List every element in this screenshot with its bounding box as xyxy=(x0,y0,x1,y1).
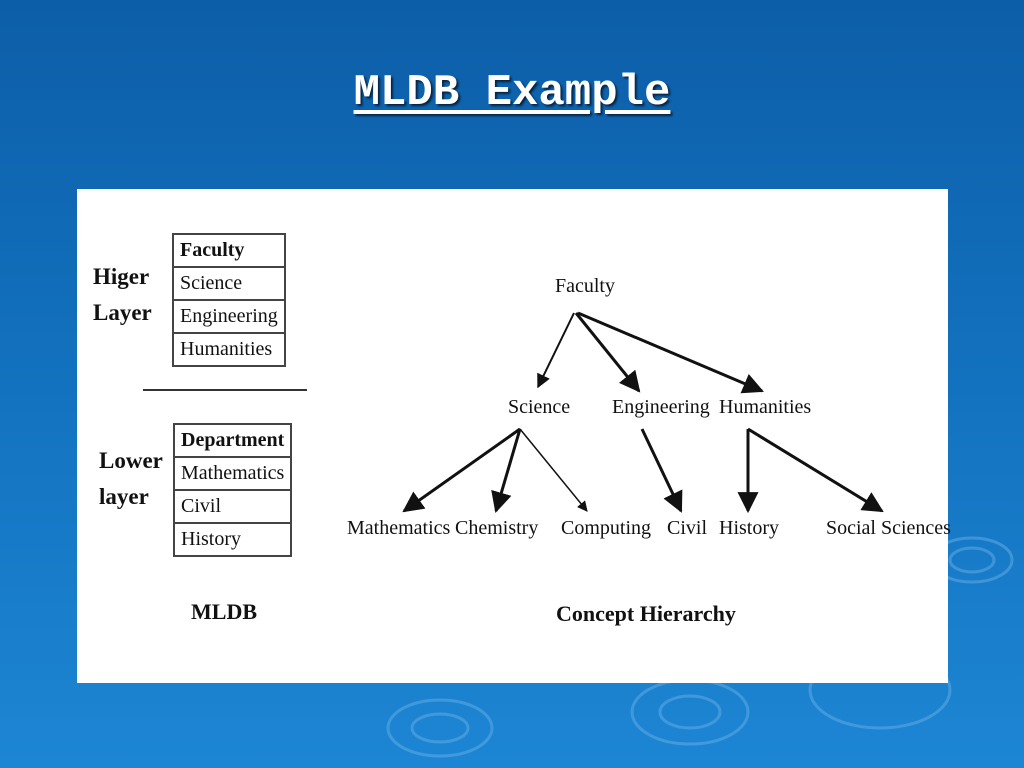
node-history: History xyxy=(719,517,779,539)
lower-layer-label-line1: Lower xyxy=(99,448,163,473)
table-row: Engineering xyxy=(172,299,286,334)
table-row: Science xyxy=(172,266,286,301)
node-social-sciences: Social Sciences xyxy=(826,517,951,539)
edge-science-computing xyxy=(519,428,588,512)
table-cell: Civil xyxy=(172,489,293,524)
table-row: Civil xyxy=(172,489,293,524)
higher-layer-label-line2: Layer xyxy=(93,300,152,325)
table-cell: Engineering xyxy=(172,299,286,334)
node-civil: Civil xyxy=(667,517,708,539)
lower-layer-table: Department Mathematics Civil History xyxy=(172,423,293,557)
higher-layer-label: Higer Layer xyxy=(93,259,152,331)
diagram-panel: Higer Layer Faculty Science Engineering … xyxy=(77,189,951,683)
edge-science-mathematics xyxy=(402,427,521,513)
edge-science-chemistry xyxy=(491,428,522,514)
table-cell: Mathematics xyxy=(172,456,293,491)
table-header-row: Department xyxy=(172,423,293,458)
node-computing: Computing xyxy=(561,517,652,539)
table-header-row: Faculty xyxy=(172,233,286,268)
node-humanities: Humanities xyxy=(719,396,812,418)
node-science: Science xyxy=(508,396,571,418)
table-cell: History xyxy=(172,522,293,557)
hierarchy-edges xyxy=(402,311,884,514)
edge-faculty-engineering xyxy=(574,312,641,393)
higher-layer-table: Faculty Science Engineering Humanities xyxy=(172,233,286,367)
edge-engineering-civil xyxy=(640,428,683,513)
layer-divider xyxy=(143,389,307,391)
higher-layer-label-line1: Higer xyxy=(93,264,150,289)
mldb-caption: MLDB xyxy=(191,599,257,624)
lower-layer-label: Lower layer xyxy=(99,443,163,515)
node-mathematics: Mathematics xyxy=(347,517,451,539)
edge-faculty-humanities xyxy=(577,311,764,394)
slide-title: MLDB Example xyxy=(353,68,671,118)
table-cell: Science xyxy=(172,266,286,301)
edge-humanities-social-sciences xyxy=(747,427,884,513)
concept-hierarchy-caption: Concept Hierarchy xyxy=(556,601,736,626)
table-row: History xyxy=(172,522,293,557)
table-header: Department xyxy=(172,423,293,458)
table-row: Mathematics xyxy=(172,456,293,491)
table-row: Humanities xyxy=(172,332,286,367)
table-header: Faculty xyxy=(172,233,286,268)
node-faculty: Faculty xyxy=(555,275,615,297)
lower-layer-label-line2: layer xyxy=(99,484,149,509)
table-cell: Humanities xyxy=(172,332,286,367)
edge-faculty-science xyxy=(537,312,575,389)
node-engineering: Engineering xyxy=(612,396,710,418)
node-chemistry: Chemistry xyxy=(455,517,539,539)
